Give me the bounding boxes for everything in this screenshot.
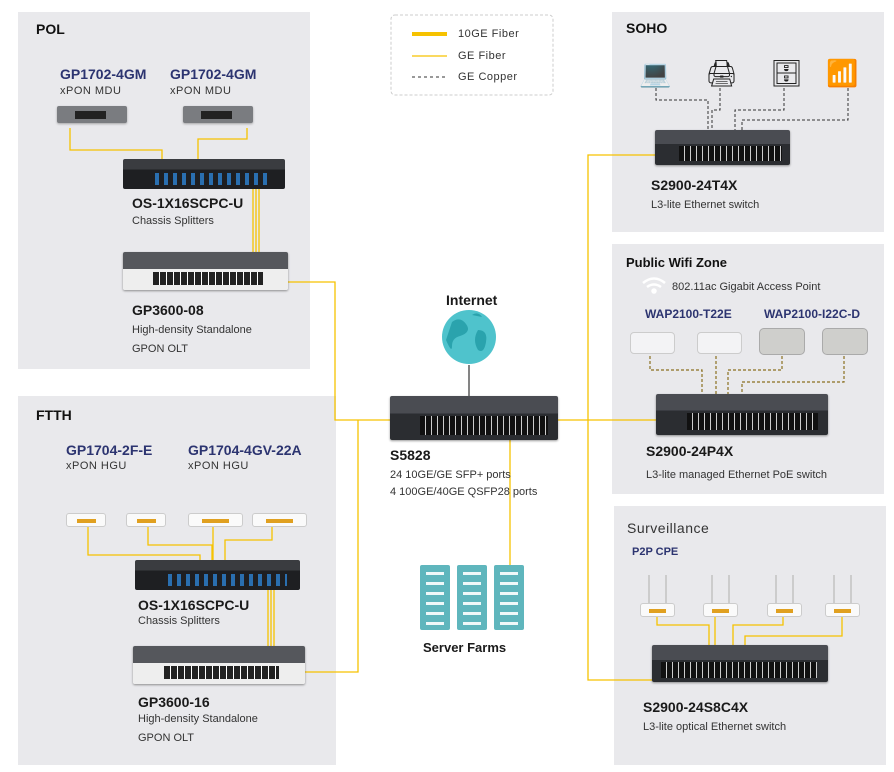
olt-device xyxy=(133,646,305,684)
olt-name: GP3600-08 xyxy=(132,302,204,318)
wifi-title: Public Wifi Zone xyxy=(626,255,727,270)
laptop-icon: 💻 xyxy=(639,58,672,88)
wifi-switch-desc: L3-lite managed Ethernet PoE switch xyxy=(646,469,827,481)
outdoor-ap-device xyxy=(822,328,868,355)
ap-model: WAP2100-T22E xyxy=(645,307,732,321)
mdu-model: GP1702-4GM xyxy=(60,66,147,82)
legend-ge-fiber: GE Fiber xyxy=(458,50,507,62)
soho-title: SOHO xyxy=(626,20,668,36)
mdu-model: GP1702-4GM xyxy=(170,66,257,82)
server-rack-icon xyxy=(420,565,450,630)
ap-desc: 802.11ac Gigabit Access Point xyxy=(672,281,821,293)
wifi-switch-name: S2900-24P4X xyxy=(646,443,734,459)
hgu-type: xPON HGU xyxy=(188,460,249,472)
server-rack-icon xyxy=(494,565,524,630)
mdu-device xyxy=(183,106,253,123)
router-icon: 📶 xyxy=(826,58,859,88)
outdoor-ap-device xyxy=(759,328,805,355)
copper-line xyxy=(649,356,845,394)
core-switch-desc: 4 100GE/40GE QSFP28 ports xyxy=(390,486,538,498)
surveillance-switch-desc: L3-lite optical Ethernet switch xyxy=(643,721,787,733)
hgu-device xyxy=(188,513,243,527)
olt-device xyxy=(123,252,288,290)
splitter-name: OS-1X16SCPC-U xyxy=(132,195,244,211)
fiber-line xyxy=(656,617,843,645)
access-point-device xyxy=(697,332,742,354)
fiber-line xyxy=(288,281,390,421)
olt-desc: GPON OLT xyxy=(132,343,189,355)
fiber-line xyxy=(197,128,248,159)
hgu-model: GP1704-2F-E xyxy=(66,442,153,458)
fiber-line xyxy=(558,154,656,681)
core-switch-desc: 24 10GE/GE SFP+ ports xyxy=(390,469,511,481)
mdu-device xyxy=(57,106,127,123)
soho-switch-device xyxy=(655,130,790,165)
soho-switch-desc: L3-lite Ethernet switch xyxy=(651,199,760,211)
cloud-server-icon: 🗄 xyxy=(770,58,804,88)
olt-desc: GPON OLT xyxy=(138,732,195,744)
surveillance-switch-name: S2900-24S8C4X xyxy=(643,699,749,715)
soho-panel xyxy=(612,12,884,232)
surveillance-title: Surveillance xyxy=(627,520,710,536)
hgu-device xyxy=(126,513,166,527)
printer-icon: 🖨 xyxy=(705,58,739,88)
splitter-device xyxy=(135,560,300,590)
fiber-line xyxy=(305,420,359,673)
wifi-icon xyxy=(642,277,666,294)
core-switch-name: S5828 xyxy=(390,447,431,463)
cpe-device xyxy=(825,575,860,618)
server-farms-label: Server Farms xyxy=(423,640,507,655)
cpe-device xyxy=(703,575,738,618)
cpe-label: P2P CPE xyxy=(632,546,679,558)
mdu-type: xPON MDU xyxy=(170,85,232,97)
wifi-switch-device xyxy=(656,394,828,435)
olt-desc: High-density Standalone xyxy=(138,713,258,725)
fiber-line xyxy=(87,527,273,560)
server-rack-icon xyxy=(457,565,487,630)
soho-switch-name: S2900-24T4X xyxy=(651,177,738,193)
legend-10ge: 10GE Fiber xyxy=(458,28,520,40)
olt-name: GP3600-16 xyxy=(138,694,210,710)
fiber-line xyxy=(267,590,275,646)
splitter-desc: Chassis Splitters xyxy=(132,215,214,227)
pol-title: POL xyxy=(36,21,65,37)
cpe-device xyxy=(767,575,802,618)
mdu-type: xPON MDU xyxy=(60,85,122,97)
pol-panel xyxy=(18,12,310,369)
legend-ge-copper: GE Copper xyxy=(458,71,518,83)
fiber-line xyxy=(252,189,260,252)
splitter-name: OS-1X16SCPC-U xyxy=(138,597,250,613)
copper-line xyxy=(655,88,849,130)
splitter-desc: Chassis Splitters xyxy=(138,615,220,627)
cpe-device xyxy=(640,575,675,618)
olt-desc: High-density Standalone xyxy=(132,324,252,336)
core-switch-device xyxy=(390,396,558,440)
fiber-line xyxy=(69,128,163,159)
ap-model: WAP2100-I22C-D xyxy=(764,307,861,321)
splitter-device xyxy=(123,159,285,189)
ftth-title: FTTH xyxy=(36,407,72,423)
hgu-device xyxy=(66,513,106,527)
hgu-type: xPON HGU xyxy=(66,460,127,472)
internet-label: Internet xyxy=(446,292,498,308)
hgu-device xyxy=(252,513,307,527)
hgu-model: GP1704-4GV-22A xyxy=(188,442,302,458)
access-point-device xyxy=(630,332,675,354)
legend-box xyxy=(390,14,554,96)
surveillance-switch-device xyxy=(652,645,828,682)
